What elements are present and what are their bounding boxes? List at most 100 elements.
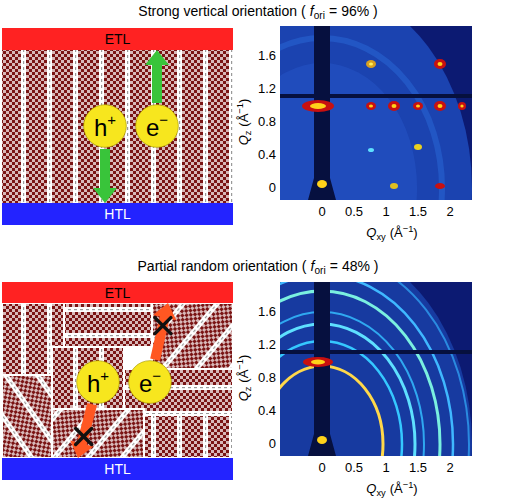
panel-title-line: Strong vertical orientation (fori= 96% ) [138,3,377,22]
carrier-symbol: h [94,114,107,141]
tick-label-line: 1.2 [258,337,276,353]
axis-label: ) [237,99,252,103]
panel-title: f [311,258,315,274]
tick-label-line: 2 [446,204,453,220]
transport-layer-bar: HTL [2,458,233,480]
tick-label: 1.2 [258,81,276,96]
node-text-wrap: e− [139,368,161,396]
node-text-wrap: ETL [105,31,131,47]
vertical-film-schematic [2,50,233,203]
transport-layer-bar: ETL [2,28,233,50]
charge-sign: − [159,111,168,128]
tick-label: 0 [269,436,276,451]
panel-title: ori [314,265,325,276]
giwaxs-pattern-oriented [280,26,472,200]
axis-label: z [243,131,253,136]
arrow-body [70,403,97,458]
arrow-body [145,50,169,103]
axis-label: −1 [235,359,245,370]
axis-label-line: Qz(Å−1) [235,99,254,146]
giwaxs-pattern-random [280,282,472,456]
circle-shape [84,105,127,148]
axis-label-line: Qxy(Å−1) [366,480,417,499]
panel-title: = 48% ) [330,258,379,274]
charge-carrier-circle: h+ [83,104,127,148]
panel-title: Partial random orientation ( [138,258,307,274]
tick-label-line: 0.5 [345,204,363,220]
tick-label: 1.6 [258,48,276,63]
panel-title: = 96% ) [329,3,378,19]
tick-label-line: 0.4 [258,147,276,163]
carrier-arrow [145,50,169,103]
carrier-arrow [93,149,117,203]
charge-sign: + [107,111,116,128]
panel-title: Strong vertical orientation ( [138,3,305,19]
tick-label-line: 0.4 [258,403,276,419]
tick-label: 1.5 [409,204,427,219]
node-text-wrap: HTL [104,206,130,222]
carrier-arrow [70,403,97,458]
tick-label-line: 2 [446,460,453,476]
node-text-wrap: h+ [87,368,109,396]
layer-name: ETL [105,31,131,47]
axis-label-line: Qz(Å−1) [235,355,254,402]
axis-label: Q [237,391,252,401]
carrier-symbol: e [146,114,159,141]
transport-layer-bar: ETL [2,282,233,303]
tick-label: 2 [446,204,453,219]
charge-sign: + [100,367,109,384]
node-text-wrap: HTL [104,461,130,477]
axis-label: −1 [235,103,245,114]
carrier-symbol: e [139,370,152,397]
tick-label-line: 1.6 [258,304,276,320]
axis-label: (Å [390,482,403,497]
axis-label-line: Qxy(Å−1) [366,224,417,243]
tick-label: 1 [382,460,389,475]
tick-label-line: 0 [269,436,276,452]
axis-label: (Å [390,226,403,241]
tick-label: 1 [382,204,389,219]
tick-label-line: 0 [318,460,325,476]
blocked-cross [76,428,92,444]
blocked-cross [76,428,92,444]
layer-name: HTL [104,206,130,222]
node-text-wrap: ETL [105,285,131,301]
tick-label: 1.5 [409,460,427,475]
axis-label: Q [237,135,252,145]
tick-label-line: 1 [382,460,389,476]
tick-label-line: 0.5 [345,460,363,476]
axis-label: Q [366,226,376,241]
tick-label: 1.6 [258,304,276,319]
carrier-arrow [150,303,176,361]
tick-label: 0.8 [258,114,276,129]
arrow-body [150,303,176,361]
axis-label: −1 [403,224,414,234]
axis-label: −1 [403,480,414,490]
tick-label: 0.5 [345,204,363,219]
tick-label-line: 1 [382,204,389,220]
arrow-body [93,149,117,203]
tick-label-line: 0 [318,204,325,220]
tick-label-line: 0.8 [258,114,276,130]
tick-label-line: 1.6 [258,48,276,64]
random-film-schematic [2,303,233,458]
axis-label: ) [413,226,417,241]
carrier-symbol: h [87,370,100,397]
blocked-cross [155,318,171,334]
node-text-wrap: h+ [94,112,116,140]
tick-label: 0.4 [258,403,276,418]
panel-title-line: Partial random orientation (fori = 48% ) [138,258,379,277]
tick-label: 0 [269,180,276,195]
tick-label: 0.4 [258,147,276,162]
tick-label: 0.5 [345,460,363,475]
charge-carrier-circle: h+ [76,360,120,404]
panel-title: f [310,3,314,19]
axis-label: ) [413,482,417,497]
tick-label: 2 [446,460,453,475]
charge-carrier-circle: e− [135,104,179,148]
tick-label-line: 1.5 [409,460,427,476]
charge-carrier-circle: e− [128,360,172,404]
axis-label: xy [376,488,385,498]
blocked-cross [155,318,171,334]
